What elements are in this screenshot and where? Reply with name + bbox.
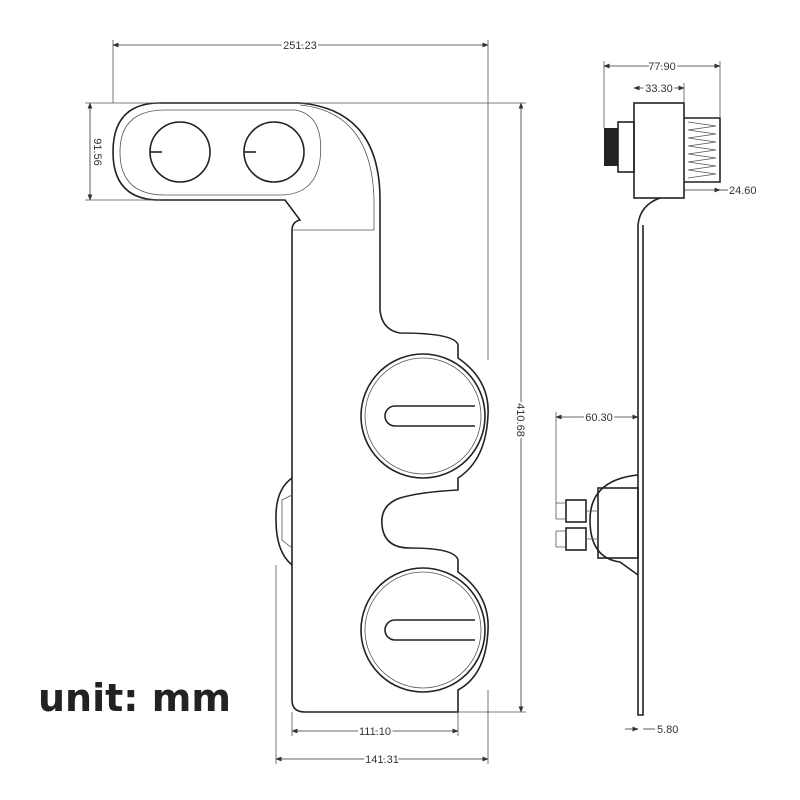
dim-nozzle-offset: 60.30 bbox=[585, 412, 613, 424]
dim-total-width: 251.23 bbox=[283, 40, 317, 52]
top-dial-right bbox=[243, 121, 305, 183]
control-knob-upper bbox=[360, 353, 486, 479]
dim-plate-thickness: 5.80 bbox=[657, 724, 678, 736]
front-view bbox=[112, 102, 489, 713]
top-dial-left bbox=[149, 121, 211, 183]
dimension-labels: 251.23 91.56 410.68 111.10 141.31 77.90 … bbox=[89, 38, 757, 768]
dim-knob-width: 33.30 bbox=[645, 83, 673, 95]
dimension-lines bbox=[85, 40, 728, 764]
dim-top-height: 91.56 bbox=[91, 138, 103, 166]
side-nozzle bbox=[275, 477, 293, 566]
dim-side-width: 77.90 bbox=[648, 61, 676, 73]
unit-label: unit: mm bbox=[38, 676, 231, 720]
dim-base-width: 141.31 bbox=[365, 754, 399, 766]
control-knob-lower bbox=[360, 567, 486, 693]
dim-spring-width: 24.60 bbox=[729, 185, 757, 197]
dim-total-height: 410.68 bbox=[514, 403, 526, 437]
side-view bbox=[555, 102, 721, 716]
dim-body-width: 111.10 bbox=[359, 726, 391, 738]
body-outline bbox=[112, 102, 489, 713]
